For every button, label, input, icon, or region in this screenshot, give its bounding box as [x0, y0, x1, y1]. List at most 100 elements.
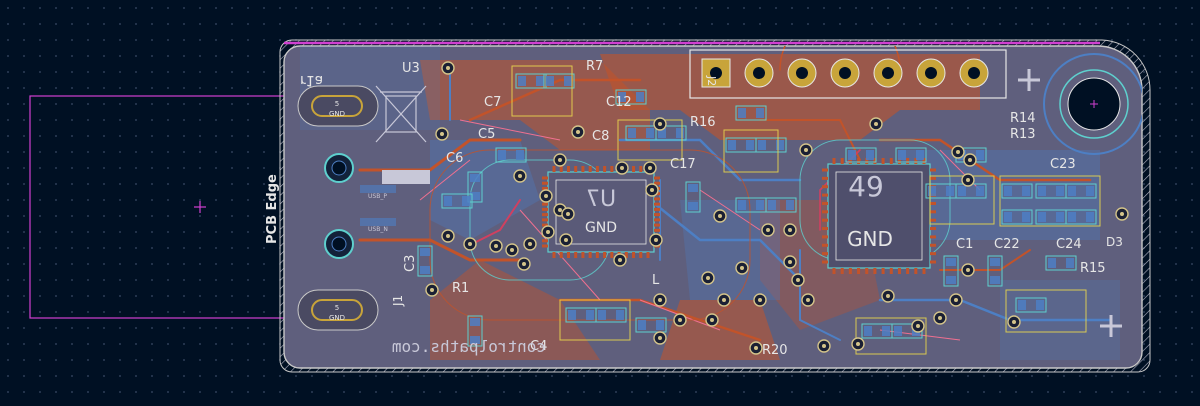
via — [653, 293, 667, 307]
via — [817, 339, 831, 353]
ref-c1: C1 — [956, 237, 973, 252]
smd-component[interactable] — [1065, 183, 1097, 199]
smd-component[interactable] — [543, 73, 575, 89]
ic-pin — [930, 210, 936, 214]
ic-pin — [654, 197, 660, 201]
ic-pin — [654, 176, 660, 180]
ic-pin — [822, 210, 828, 214]
via — [713, 209, 727, 223]
smd-component[interactable] — [685, 181, 701, 213]
smd-component[interactable] — [735, 105, 767, 121]
via — [799, 143, 813, 157]
header-pin[interactable] — [744, 58, 774, 88]
ic-pin — [654, 213, 660, 217]
via — [717, 293, 731, 307]
ic-pin — [822, 227, 828, 231]
ic-pin — [595, 252, 599, 258]
via — [1115, 207, 1129, 221]
ic-pin — [639, 166, 643, 172]
ic-pin — [542, 223, 548, 227]
ic-pin — [832, 268, 836, 274]
weee-symbol — [375, 85, 427, 143]
smd-component[interactable] — [987, 255, 1003, 287]
usb-shield-pad-bottom[interactable]: 5 GND — [297, 289, 379, 331]
smd-component[interactable] — [417, 245, 433, 277]
ic-pin — [889, 268, 893, 274]
usb-data-pads[interactable]: USB_P USB_N — [324, 153, 396, 259]
smd-component[interactable] — [595, 307, 627, 323]
header-pin[interactable] — [701, 58, 731, 88]
smd-component[interactable] — [495, 147, 527, 163]
ref-c5: C5 — [478, 127, 495, 142]
smd-component[interactable] — [1001, 209, 1033, 225]
smd-component[interactable] — [755, 137, 787, 153]
usb-net-n: USB_N — [368, 226, 388, 233]
ic-pin — [566, 166, 570, 172]
via — [441, 61, 455, 75]
ref-c12: C12 — [606, 95, 632, 110]
usb-shield-pad-top[interactable]: 5 GND — [297, 85, 379, 127]
via — [425, 283, 439, 297]
header-pin[interactable] — [873, 58, 903, 88]
ic-pin — [930, 243, 936, 247]
via — [571, 125, 585, 139]
smd-component[interactable] — [845, 147, 877, 163]
ic-pin — [542, 186, 548, 190]
smd-components[interactable] — [417, 73, 1097, 347]
via — [791, 273, 805, 287]
smd-component[interactable] — [1065, 209, 1097, 225]
via — [911, 319, 925, 333]
ref-r13: R13 — [1010, 127, 1036, 142]
pcb-board[interactable] — [283, 45, 1143, 369]
ic-pin — [542, 213, 548, 217]
ic-pin — [822, 243, 828, 247]
smd-component[interactable] — [895, 147, 927, 163]
brand-silkscreen: controlpaths.com — [392, 337, 546, 356]
ic-pin — [873, 158, 877, 164]
ic-pin — [603, 166, 607, 172]
ic-pin — [654, 207, 660, 211]
smd-component[interactable] — [655, 125, 687, 141]
header-pin[interactable] — [787, 58, 817, 88]
mounting-hole[interactable] — [1043, 53, 1144, 155]
ic-pin — [542, 181, 548, 185]
ic-pin — [906, 158, 910, 164]
usb-net-p: USB_P — [368, 193, 387, 200]
ic-pin — [646, 252, 650, 258]
via — [783, 255, 797, 269]
ref-u3: U3 — [402, 61, 420, 76]
smd-component[interactable] — [1015, 297, 1047, 313]
ic-pin — [542, 176, 548, 180]
ic-pin — [566, 252, 570, 258]
header-pin[interactable] — [959, 58, 989, 88]
via — [523, 237, 537, 251]
smd-component[interactable] — [615, 89, 647, 105]
ic-pin — [822, 218, 828, 222]
ic-pin — [897, 158, 901, 164]
ic-pin — [588, 166, 592, 172]
smd-component[interactable] — [1001, 183, 1033, 199]
smd-component[interactable] — [765, 197, 797, 213]
via — [949, 293, 963, 307]
ic-pin — [930, 218, 936, 222]
ic-pin — [822, 193, 828, 197]
header-pin[interactable] — [830, 58, 860, 88]
header-pin[interactable] — [916, 58, 946, 88]
smd-component[interactable] — [635, 317, 667, 333]
ic-pin — [542, 244, 548, 248]
u7-ref-label: U7 — [586, 187, 616, 212]
ic-pin — [822, 252, 828, 256]
via — [1007, 315, 1021, 329]
ic-pin — [552, 252, 556, 258]
pin-header-j2[interactable] — [689, 49, 1007, 99]
smd-component[interactable] — [467, 315, 483, 347]
smd-component[interactable] — [467, 171, 483, 203]
smd-component[interactable] — [943, 255, 959, 287]
pcb-edge-label: PCB Edge — [265, 174, 280, 244]
ref-j2: J2 — [705, 75, 718, 86]
ic-pin — [624, 252, 628, 258]
smd-component[interactable] — [1045, 255, 1077, 271]
ic-pin — [581, 252, 585, 258]
smd-component[interactable] — [441, 193, 473, 209]
